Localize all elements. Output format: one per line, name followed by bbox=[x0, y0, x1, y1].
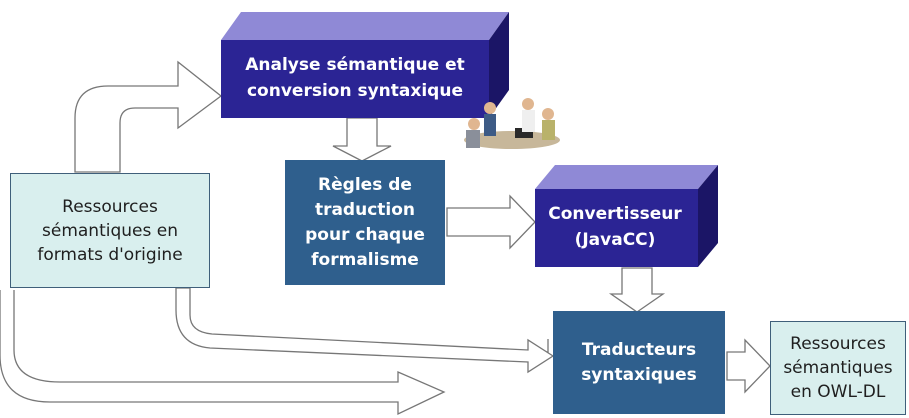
convertisseur-box-front bbox=[535, 189, 698, 267]
arrow-convertisseur-to-traducteurs bbox=[608, 267, 666, 313]
ressources-source-box: Ressources sémantiques en formats d'orig… bbox=[10, 173, 210, 288]
arrow-analyse-to-regles bbox=[332, 117, 392, 162]
convertisseur-label: Convertisseur (JavaCC) bbox=[548, 204, 682, 250]
convertisseur-box-side bbox=[698, 165, 718, 267]
person-body-4 bbox=[466, 130, 480, 148]
analyse-box-3d bbox=[221, 12, 509, 118]
traducteurs-box: Traducteurs syntaxiques bbox=[553, 311, 725, 414]
arrow-ressources-to-traducteurs-head bbox=[175, 287, 555, 374]
analyse-semantique-label: Analyse sémantique et conversion syntaxi… bbox=[245, 55, 465, 101]
ressources-owl-label: Ressources sémantiques en OWL-DL bbox=[783, 334, 893, 402]
person-head-2 bbox=[522, 98, 534, 110]
regles-traduction-label: Règles de traduction pour chaque formali… bbox=[305, 174, 425, 270]
ressources-source-label: Ressources sémantiques en formats d'orig… bbox=[37, 196, 183, 265]
person-body-3 bbox=[542, 120, 555, 140]
arrow-traducteurs-to-owl bbox=[726, 338, 771, 394]
traducteurs-label: Traducteurs syntaxiques bbox=[581, 339, 697, 385]
person-head-4 bbox=[468, 118, 480, 130]
person-head-3 bbox=[542, 108, 554, 120]
person-head-1 bbox=[484, 102, 496, 114]
analyse-semantique-box: Analyse sémantique et conversion syntaxi… bbox=[221, 40, 489, 116]
convertisseur-box-top bbox=[535, 165, 718, 189]
arrow-regles-to-convertisseur bbox=[446, 194, 536, 250]
laptop-shape bbox=[515, 128, 533, 138]
analyse-box-side bbox=[489, 12, 509, 118]
people-meeting-clipart bbox=[464, 98, 560, 149]
person-body-2 bbox=[522, 110, 535, 132]
arrow-ressources-to-traducteurs bbox=[0, 290, 446, 416]
person-body-1 bbox=[484, 114, 496, 136]
ressources-owl-box: Ressources sémantiques en OWL-DL bbox=[770, 321, 906, 415]
arrow-ressources-to-analyse bbox=[74, 60, 223, 173]
regles-traduction-box: Règles de traduction pour chaque formali… bbox=[285, 160, 445, 285]
analyse-box-top bbox=[221, 12, 509, 40]
convertisseur-box-3d bbox=[535, 165, 718, 267]
analyse-box-front bbox=[221, 40, 489, 118]
convertisseur-box: Convertisseur (JavaCC) bbox=[535, 189, 695, 265]
